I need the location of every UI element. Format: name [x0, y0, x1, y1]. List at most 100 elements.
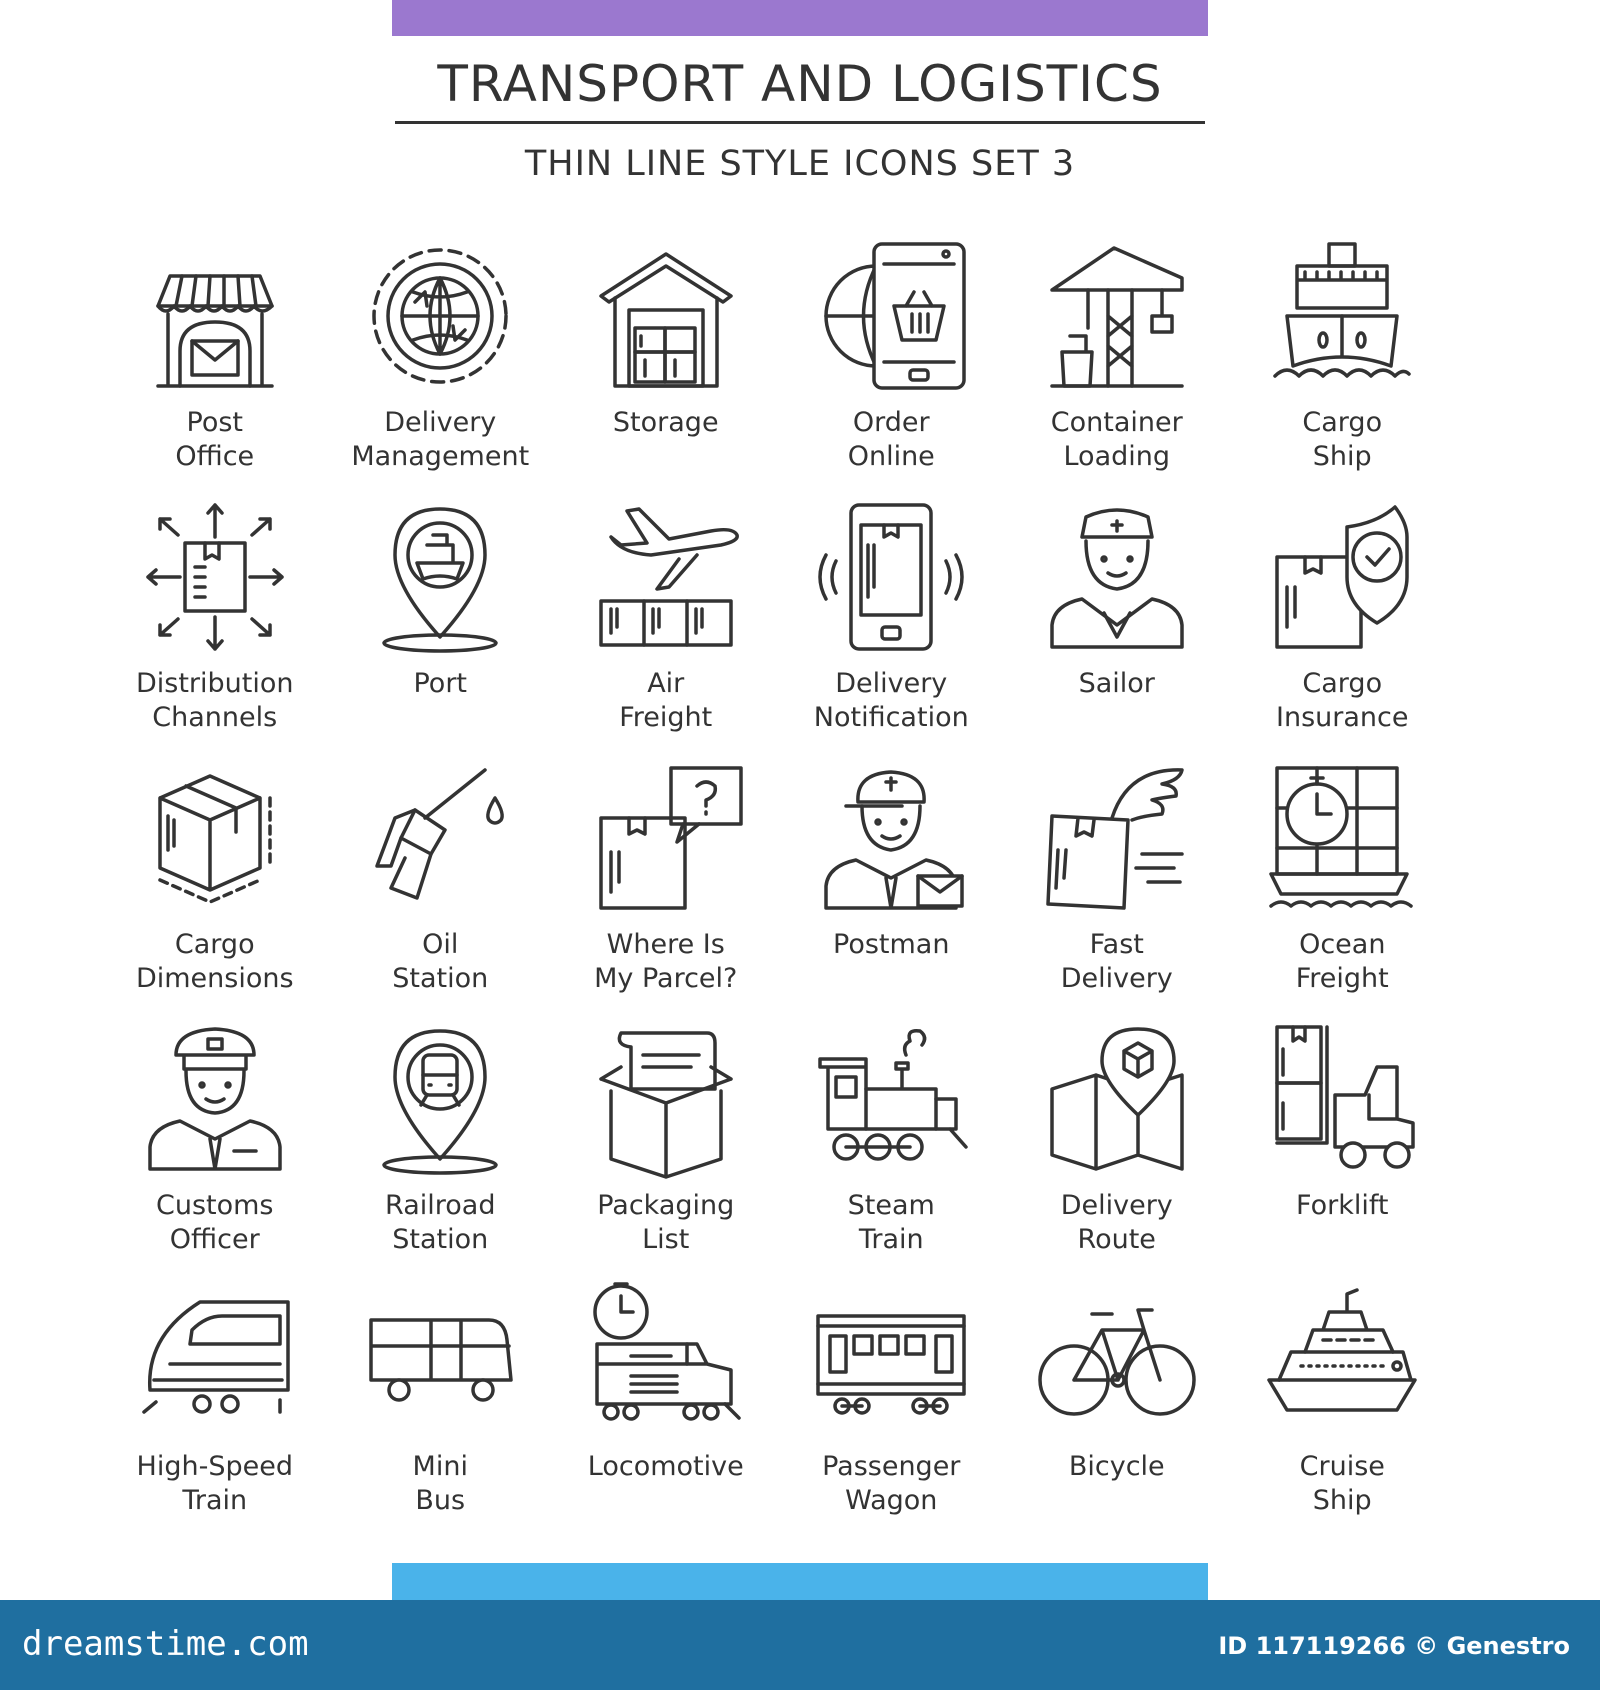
icon-label-line-2: Freight [619, 702, 713, 733]
icon-label-line-1: Passenger [822, 1451, 961, 1482]
icon-label-line-1: Cargo [1302, 668, 1383, 699]
mini-bus-icon [355, 1280, 525, 1440]
oil-station-icon [355, 758, 525, 918]
page-subtitle: THIN LINE STYLE ICONS SET 3 [524, 144, 1076, 184]
icon-label-line-2: Officer [169, 1224, 260, 1255]
distribution-channels-icon [130, 497, 300, 657]
icon-label-line-2: Freight [1295, 963, 1389, 994]
footer-site-logo[interactable]: dreamstime.com [22, 1624, 309, 1664]
icon-label-line-2: Loading [1063, 441, 1171, 472]
delivery-route-icon [1032, 1019, 1202, 1179]
icon-label-line-2: Station [392, 1224, 489, 1255]
icon-label-line-2: Channels [152, 702, 278, 733]
icon-label-line-2: Delivery [1060, 963, 1173, 994]
icon-label-line-1: Distribution [135, 668, 294, 699]
icon-label: Storage [556, 406, 776, 440]
icon-label-line-2: Insurance [1276, 702, 1409, 733]
cargo-dimensions-icon [130, 758, 300, 918]
icon-label-line-1: Sailor [1078, 668, 1155, 699]
icon-tile: Locomotive [553, 1280, 779, 1541]
icon-label-line-1: Delivery [384, 407, 497, 438]
icon-label-line-1: Order [852, 407, 930, 438]
icon-label-line-1: Air [647, 668, 685, 699]
steam-train-icon [806, 1019, 976, 1179]
high-speed-train-icon [130, 1280, 300, 1440]
icon-label-line-2: Ship [1312, 1485, 1372, 1516]
packaging-list-icon [581, 1019, 751, 1179]
icon-label-line-1: Ocean [1299, 929, 1386, 960]
icon-label-line-1: Storage [612, 407, 719, 438]
icon-label-line-1: Locomotive [587, 1451, 744, 1482]
port-icon [355, 497, 525, 657]
icon-label-line-2: Wagon [845, 1485, 938, 1516]
order-online-icon [806, 236, 976, 396]
icon-label: Bicycle [1007, 1450, 1227, 1484]
fast-delivery-icon [1032, 758, 1202, 918]
page-title: TRANSPORT AND LOGISTICS [437, 55, 1163, 113]
icon-label: Forklift [1232, 1189, 1452, 1223]
icon-label-line-1: Forklift [1296, 1190, 1389, 1221]
icon-label-line-1: Postman [833, 929, 950, 960]
icon-tile: Storage [553, 236, 779, 497]
icon-tile: Sailor [1004, 497, 1230, 758]
footer: dreamstime.com ID 117119266 © Genestro [0, 1600, 1600, 1690]
bicycle-icon [1032, 1280, 1202, 1440]
icon-label-line-1: Steam [847, 1190, 935, 1221]
title-divider [395, 121, 1205, 124]
footer-image-id: ID 117119266 © Genestro [1218, 1632, 1570, 1660]
where-is-my-parcel-icon [581, 758, 751, 918]
icon-label-line-1: Fast [1089, 929, 1144, 960]
icon-label-line-1: Container [1050, 407, 1183, 438]
icon-label-line-2: Route [1077, 1224, 1156, 1255]
icon-label-line-1: Mini [412, 1451, 468, 1482]
icon-label-line-2: Train [858, 1224, 924, 1255]
icon-label-line-1: Where Is [606, 929, 725, 960]
icon-label-line-2: Ship [1312, 441, 1372, 472]
icon-label: Locomotive [556, 1450, 776, 1484]
air-freight-icon [581, 497, 751, 657]
storage-icon [581, 236, 751, 396]
bottom-accent-bar [392, 1563, 1208, 1600]
top-accent-bar [392, 0, 1208, 36]
icon-label-line-1: High-Speed [136, 1451, 293, 1482]
icon-label-line-2: Notification [813, 702, 969, 733]
icon-label-line-2: Train [182, 1485, 248, 1516]
icon-label: Postman [781, 928, 1001, 962]
icon-label-line-2: Office [175, 441, 255, 472]
railroad-station-icon [355, 1019, 525, 1179]
icon-label-line-2: Station [392, 963, 489, 994]
post-office-icon [130, 236, 300, 396]
cruise-ship-icon [1257, 1280, 1427, 1440]
icon-label: Sailor [1007, 667, 1227, 701]
icon-label-line-2: Management [351, 441, 530, 472]
